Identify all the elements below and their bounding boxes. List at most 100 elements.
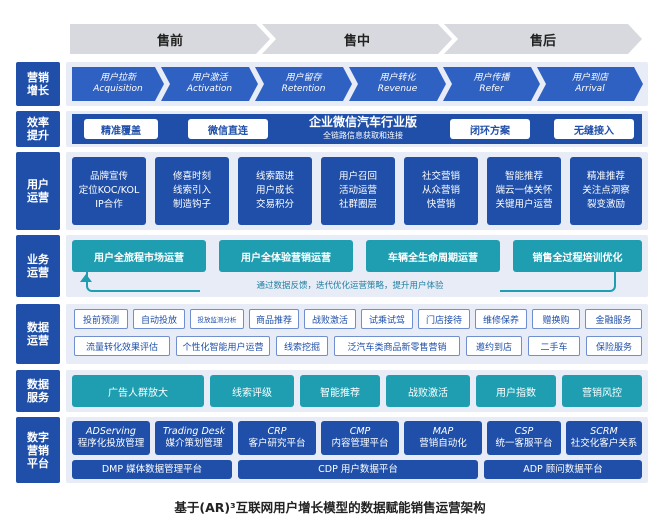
- user-ops-item: 快营销: [426, 199, 456, 210]
- user-ops-item: IP合作: [95, 199, 123, 210]
- user-ops-item: 修喜时刻: [172, 171, 211, 182]
- user-ops-item: 活动运营: [338, 185, 377, 196]
- platform-tool: CRP 客户研究平台: [238, 421, 316, 455]
- platform-tool: MAP 营销自动化: [404, 421, 482, 455]
- data-ops-chip: 投前预测: [74, 309, 128, 329]
- data-ops-chip: 个性化智能用户运营: [176, 336, 270, 356]
- efficiency-pill: 无缝接入: [554, 119, 634, 139]
- row-label-efficiency: 效率 提升: [16, 111, 60, 147]
- phase-label: 售前: [156, 33, 183, 49]
- user-ops-item: 制造钩子: [172, 199, 211, 210]
- feedback-text: 通过数据反馈，迭代优化运营策略，提升用户体验: [200, 280, 500, 292]
- business-ops-item: 销售全过程培训优化: [513, 240, 642, 272]
- efficiency-title: 企业微信汽车行业版: [308, 115, 417, 129]
- user-ops-item: 智能推荐: [504, 171, 543, 182]
- platform-tool-en: ADServing: [86, 426, 136, 437]
- platform-tool-cn: 营销自动化: [419, 438, 467, 449]
- efficiency-subtitle: 全链路信息获取和连接: [323, 131, 403, 140]
- user-ops-item: 用户成长: [255, 185, 294, 196]
- growth-step-retention: 用户留存 Retention: [255, 67, 352, 101]
- platform-tool-cn: 内容管理平台: [331, 438, 389, 449]
- row-label-data-services: 数据 服务: [16, 370, 60, 412]
- user-ops-item: 社群圈层: [338, 199, 377, 210]
- platform-tool-en: Trading Desk: [162, 426, 226, 437]
- user-ops-block: 用户召回 活动运营 社群圈层: [321, 157, 395, 225]
- data-service-item: 线索评级: [210, 375, 294, 407]
- platform-tool-en: CSP: [514, 426, 534, 437]
- growth-step-activation: 用户激活 Activation: [161, 67, 258, 101]
- business-ops-item: 车辆全生命周期运营: [366, 240, 500, 272]
- data-ops-chip: 投放监测分析: [190, 309, 244, 329]
- platform-tool-cn: 统一客服平台: [495, 438, 553, 449]
- growth-step-cn: 用户传播: [473, 73, 510, 83]
- user-ops-item: 用户召回: [338, 171, 377, 182]
- growth-step-en: Revenue: [377, 84, 418, 94]
- diagram-caption: 基于(AR)³互联网用户增长模型的数据赋能销售运营架构: [174, 500, 486, 515]
- platform-tool: ADServing 程序化投放管理: [72, 421, 150, 455]
- user-ops-block: 修喜时刻 线索引入 制造钩子: [155, 157, 229, 225]
- phase-aftersale: 售后: [444, 24, 642, 54]
- phase-insale: 售中: [262, 24, 452, 54]
- growth-step-refer: 用户传播 Refer: [443, 67, 540, 101]
- user-ops-item: 精准推荐: [586, 171, 625, 182]
- data-service-item: 用户指数: [476, 375, 556, 407]
- data-ops-chip: 金融服务: [585, 309, 642, 329]
- platform-tool-en: CMP: [349, 426, 371, 437]
- platform-tool: CSP 统一客服平台: [487, 421, 561, 455]
- data-ops-chip: 二手车: [528, 336, 580, 356]
- data-ops-chip: 赠换购: [532, 309, 580, 329]
- data-ops-chip: 邀约到店: [466, 336, 522, 356]
- row-label-user-ops: 用户 运营: [16, 152, 60, 230]
- growth-step-en: Acquisition: [93, 84, 143, 94]
- platform-tool: CMP 内容管理平台: [321, 421, 399, 455]
- user-ops-item: 关键用户运营: [495, 199, 553, 210]
- user-ops-item: 从众营销: [421, 185, 460, 196]
- data-service-item: 广告人群放大: [72, 375, 204, 407]
- data-ops-chip: 维修保养: [475, 309, 527, 329]
- phase-label: 售后: [529, 33, 556, 49]
- data-ops-chip: 门店接待: [418, 309, 470, 329]
- growth-step-cn: 用户激活: [191, 73, 228, 83]
- data-ops-chip: 试乘试驾: [361, 309, 413, 329]
- user-ops-item: 关注点洞察: [582, 185, 630, 196]
- growth-step-en: Retention: [281, 84, 326, 94]
- platform-tool-cn: 客户研究平台: [248, 438, 306, 449]
- platform-tool-cn: 程序化投放管理: [77, 438, 145, 449]
- platform-tool: Trading Desk 媒介策划管理: [155, 421, 233, 455]
- user-ops-item: 裂变激励: [586, 199, 625, 210]
- platform-tool-en: SCRM: [590, 426, 618, 437]
- data-ops-chip: 商品推荐: [249, 309, 299, 329]
- row-label-growth: 营销 增长: [16, 62, 60, 106]
- platform-base: DMP 媒体数据管理平台: [72, 460, 232, 479]
- platform-base: ADP 顾问数据平台: [484, 460, 642, 479]
- business-ops-item: 用户全旅程市场运营: [72, 240, 206, 272]
- growth-step-acquisition: 用户拉新 Acquisition: [72, 67, 164, 101]
- feedback-arrow-icon: [80, 274, 92, 282]
- user-ops-item: 端云一体关怀: [495, 185, 553, 196]
- platform-tool-en: MAP: [432, 426, 454, 437]
- data-ops-chip: 保险服务: [586, 336, 642, 356]
- growth-step-revenue: 用户转化 Revenue: [349, 67, 446, 101]
- platform-tool-cn: 媒介策划管理: [165, 438, 223, 449]
- efficiency-pill: 微信直连: [188, 119, 268, 139]
- data-ops-chip: 线索挖掘: [276, 336, 328, 356]
- growth-step-cn: 用户转化: [379, 73, 416, 83]
- growth-step-cn: 用户拉新: [99, 73, 136, 83]
- data-service-item: 战败激活: [386, 375, 470, 407]
- efficiency-pill: 闭环方案: [450, 119, 530, 139]
- phase-presale: 售前: [70, 24, 270, 54]
- data-ops-chip: 战败激活: [304, 309, 356, 329]
- user-ops-item: 线索引入: [172, 185, 211, 196]
- growth-step-en: Refer: [479, 84, 504, 94]
- user-ops-block: 社交营销 从众营销 快营销: [404, 157, 478, 225]
- growth-step-en: Activation: [186, 84, 233, 94]
- user-ops-item: 交易积分: [255, 199, 294, 210]
- efficiency-pill: 精准覆盖: [84, 119, 158, 139]
- user-ops-block: 智能推荐 端云一体关怀 关键用户运营: [487, 157, 561, 225]
- platform-tool-en: CRP: [267, 426, 287, 437]
- efficiency-bar: [72, 114, 642, 144]
- row-label-data-ops: 数据 运营: [16, 304, 60, 364]
- growth-step-arrival: 用户到店 Arrival: [537, 67, 643, 101]
- data-service-item: 营销风控: [562, 375, 642, 407]
- data-ops-chip: 泛汽车类商品新零售营销: [334, 336, 460, 356]
